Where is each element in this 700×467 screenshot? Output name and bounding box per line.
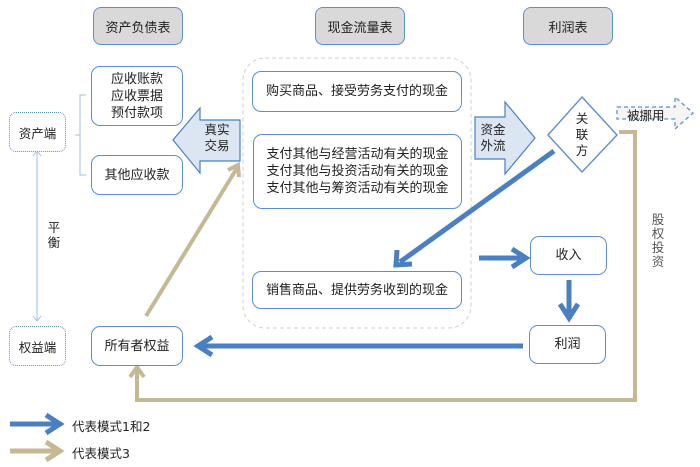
outflow-arrow <box>474 100 536 176</box>
equity-investment-label: 股权投资 <box>651 212 665 269</box>
profit-to-equity-head <box>193 334 214 358</box>
legend-tan-arrowhead <box>44 439 65 463</box>
blue-to-revenue-head <box>510 246 531 270</box>
other-payments-box: 支付其他与经营活动有关的现金 支付其他与投资活动有关的现金 支付其他与筹资活动有… <box>253 134 462 209</box>
asset-side-box: 资产端 <box>9 112 66 152</box>
cash-flow-container <box>242 57 472 329</box>
balance-label: 平衡 <box>47 220 61 250</box>
related-party-label: 关联方 <box>575 111 589 158</box>
tan-diagonal-arrow <box>144 166 239 318</box>
header-balance-sheet: 资产负债表 <box>93 7 183 45</box>
equity-side-box: 权益端 <box>9 326 66 366</box>
receivables-box: 应收账款 应收票据 预付款项 <box>91 66 183 126</box>
blue-diagonal-arrowhead <box>393 249 413 268</box>
legend-blue-label: 代表模式1和2 <box>72 419 151 434</box>
blue-diagonal-arrow <box>398 148 556 265</box>
header-cash-flow: 现金流量表 <box>315 7 405 45</box>
sales-cash-box: 销售商品、提供劳务收到的现金 <box>252 271 462 309</box>
revenue-box: 收入 <box>530 236 607 275</box>
equity-investment-line <box>135 130 637 402</box>
asset-bracket <box>75 94 86 176</box>
other-receivables-box: 其他应收款 <box>91 155 183 195</box>
real-trade-label: 真实 交易 <box>204 122 230 153</box>
legend-blue-arrowhead <box>44 412 65 436</box>
profit-box: 利润 <box>529 325 606 364</box>
related-party-diamond <box>547 95 618 174</box>
purchase-cash-box: 购买商品、接受劳务支付的现金 <box>252 71 462 112</box>
owners-equity-box: 所有者权益 <box>91 326 183 366</box>
equity-arrowhead <box>128 363 146 379</box>
misappropriated-label: 被挪用 <box>627 108 665 123</box>
real-trade-arrow <box>172 106 241 175</box>
outflow-label: 资金 外流 <box>480 122 506 153</box>
legend-tan-label: 代表模式3 <box>72 446 130 461</box>
tan-diagonal-arrowhead <box>227 161 241 178</box>
balance-arrowhead-down <box>32 315 42 322</box>
header-income-statement: 利润表 <box>523 7 613 45</box>
misappropriated-arrow <box>616 95 694 131</box>
revenue-to-profit-head <box>557 302 581 323</box>
